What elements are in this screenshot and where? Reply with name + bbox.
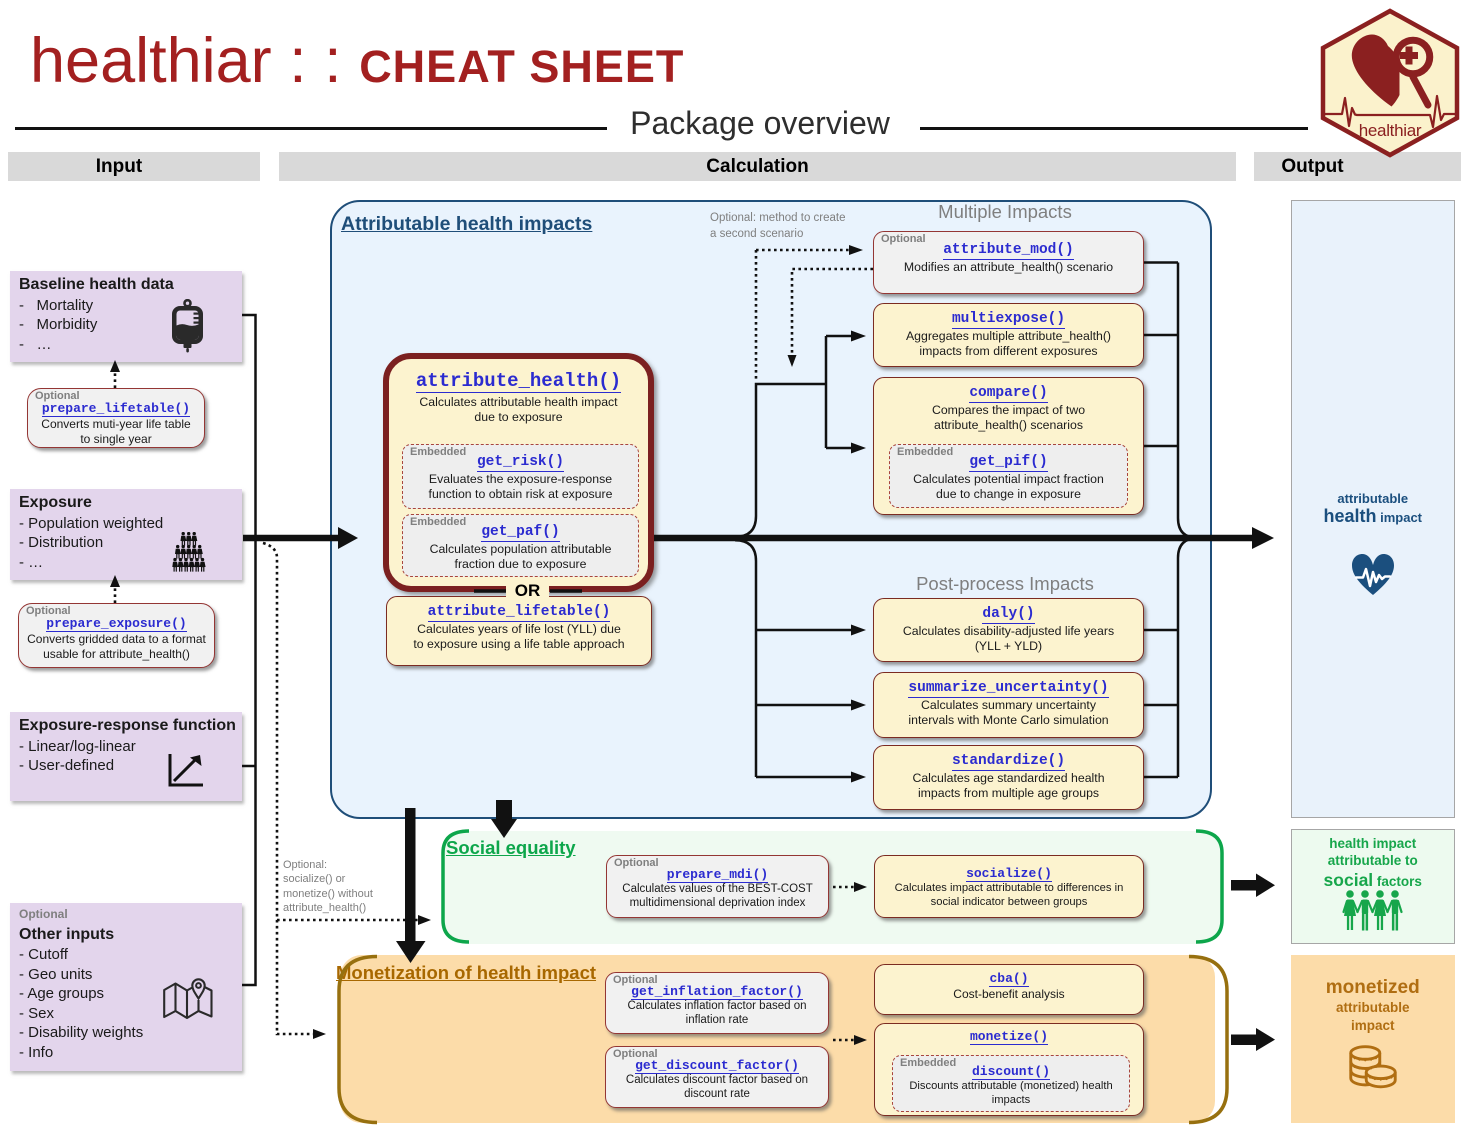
svg-text:healthiar: healthiar — [1359, 121, 1422, 140]
